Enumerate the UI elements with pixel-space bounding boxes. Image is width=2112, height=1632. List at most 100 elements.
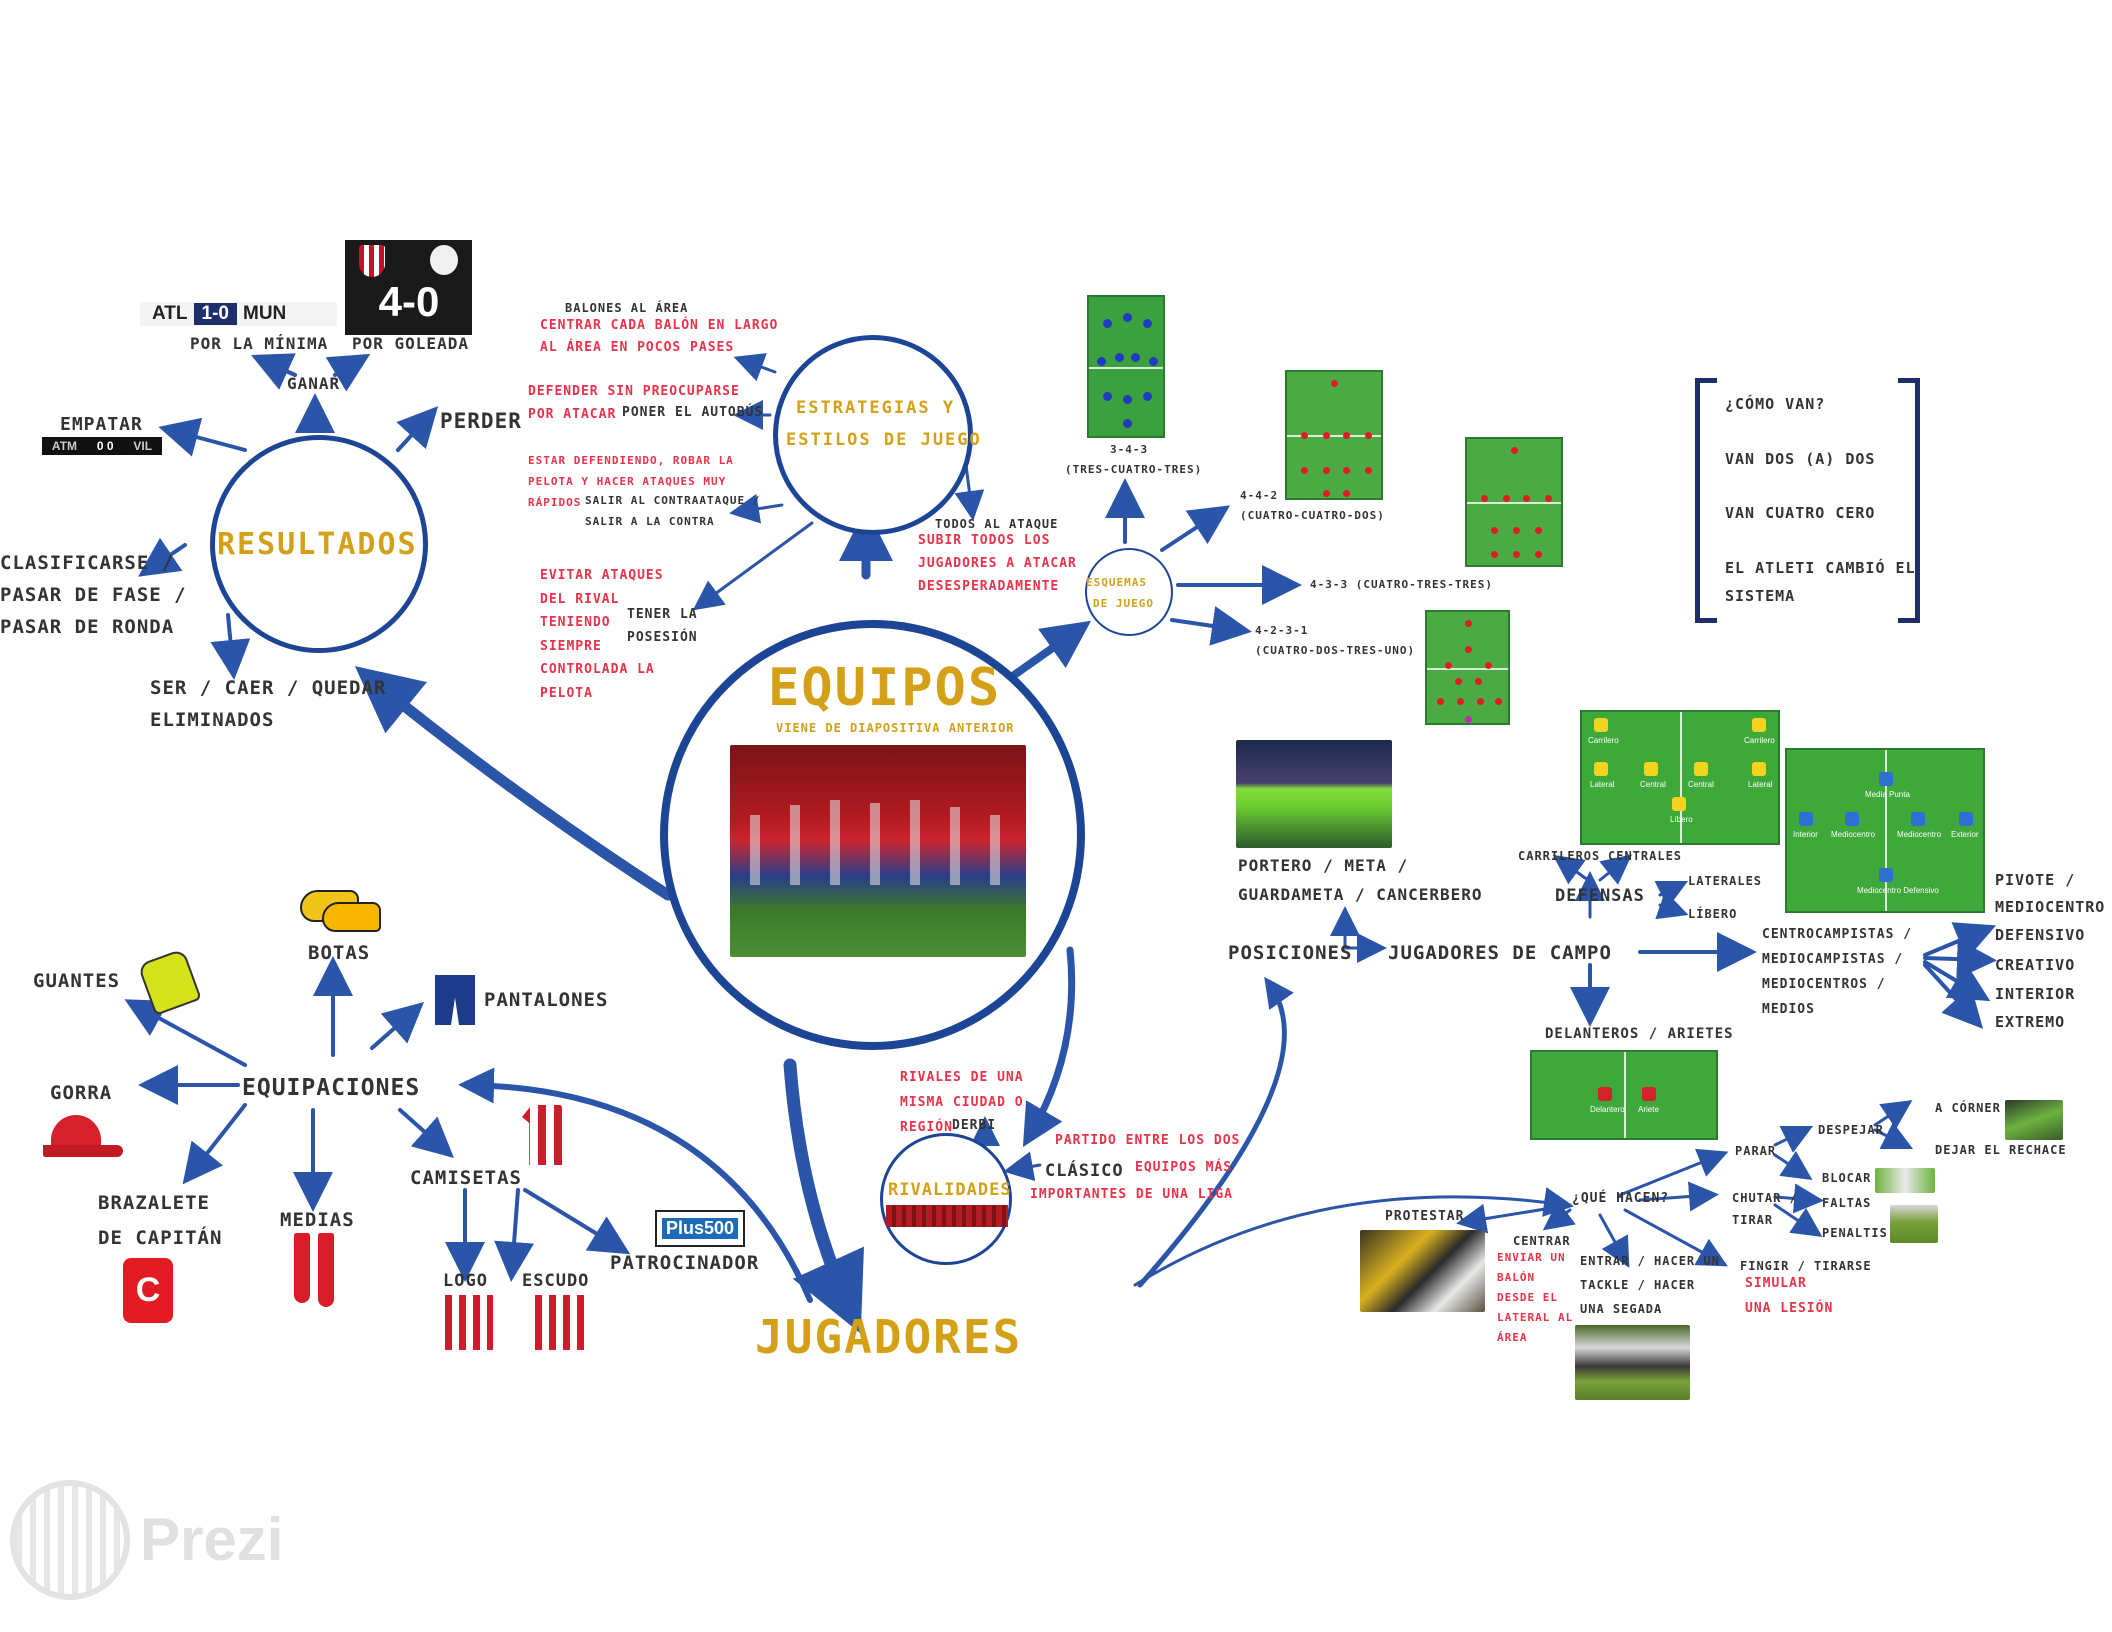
formation-442-pitch (1285, 370, 1383, 500)
protest-photo (1360, 1230, 1485, 1312)
player-marker (1513, 527, 1520, 534)
team-huddle-photo (730, 745, 1026, 957)
eliminados-label-2: ELIMINADOS (150, 709, 275, 731)
corner-label: A CÓRNER (1935, 1101, 2001, 1115)
como-van-line-2: VAN DOS (A) DOS (1725, 450, 1876, 468)
boots-icon (300, 880, 381, 932)
player-marker (1513, 551, 1520, 558)
defender-label: Central (1688, 780, 1714, 789)
evitar-desc-2: DEL RIVAL (540, 592, 620, 607)
score-home: ATM (51, 439, 78, 453)
guantes-label: GUANTES (33, 970, 121, 992)
score-home: ATL (152, 303, 188, 324)
centrar-desc-3: DESDE EL (1497, 1291, 1558, 1304)
despejar-label: DESPEJAR (1818, 1123, 1884, 1137)
todos-ataque-label: TODOS AL ATAQUE (935, 517, 1059, 531)
jugadores-title: JUGADORES (755, 1310, 1023, 1364)
eliminados-label-1: SER / CAER / QUEDAR (150, 677, 387, 699)
score-big: 4-0 (378, 278, 440, 325)
defense-pitch: Carrilero Carrilero Lateral Central Cent… (1580, 710, 1780, 845)
scoreboard-atl-mun: ATL 1-0 MUN (140, 302, 337, 326)
penaltis-label: PENALTIS (1822, 1226, 1888, 1240)
player-marker (1343, 432, 1350, 439)
clasificarse-label-2: PASAR DE FASE / (0, 584, 187, 606)
autobus-label: PONER EL AUTOBÚS (622, 405, 764, 420)
forward-label: Delantero (1590, 1105, 1625, 1114)
balones-area-label: BALONES AL ÁREA (565, 301, 689, 315)
mid-role-pivote: PIVOTE / (1995, 871, 2076, 889)
estrategias-title-1: ESTRATEGIAS Y (796, 398, 956, 418)
defender-desc-2: POR ATACAR (528, 407, 617, 422)
midfielder-marker (1911, 812, 1925, 826)
player-marker (1485, 662, 1492, 669)
subir-desc-1: SUBIR TODOS LOS (918, 533, 1051, 548)
rivalidades-title: RIVALIDADES (888, 1180, 1012, 1200)
sponsor-logo: Plus500 (655, 1210, 745, 1247)
midfielder-label: Exterior (1951, 830, 1979, 839)
forward-label: Ariete (1638, 1105, 1659, 1114)
midfielder-label: Media Punta (1865, 790, 1910, 799)
como-van-line-4: EL ATLETI CAMBIÓ EL (1725, 559, 1916, 577)
goalkeeper-photo (1236, 740, 1392, 848)
scoreboard-4-0: 4-0 (345, 240, 472, 335)
e343-label-2: (TRES-CUATRO-TRES) (1065, 463, 1203, 476)
defender-desc-1: DEFENDER SIN PREOCUPARSE (528, 384, 740, 399)
rivales-desc-2: MISMA CIUDAD O (900, 1095, 1024, 1110)
player-marker (1123, 313, 1132, 322)
e4231-label-1: 4-2-3-1 (1255, 624, 1309, 637)
chutar-label-1: CHUTAR / (1732, 1191, 1798, 1205)
player-marker (1131, 353, 1140, 362)
que-hacen-label: ¿QUÉ HACEN? (1572, 1191, 1670, 1206)
botas-label: BOTAS (308, 942, 371, 964)
defender-label: Lateral (1748, 780, 1773, 789)
midfielder-label: Mediocentro (1831, 830, 1876, 839)
pantalones-label: PANTALONES (484, 989, 609, 1011)
resultados-circle (210, 435, 428, 653)
midfielder-marker (1845, 812, 1859, 826)
goleada-label: POR GOLEADA (352, 334, 469, 353)
scoreboard-atm-vil: ATM 0 0 VIL (42, 437, 162, 455)
contra-desc-3: RÁPIDOS (528, 496, 582, 509)
player-marker (1143, 319, 1152, 328)
penalty-photo (1890, 1205, 1938, 1243)
perder-label: PERDER (440, 409, 522, 433)
camisetas-label: CAMISETAS (410, 1167, 522, 1189)
centrar-label: CENTRAR (1513, 1234, 1571, 1248)
player-marker (1535, 527, 1542, 534)
e343-label-1: 3-4-3 (1110, 443, 1149, 456)
defender-label: Líbero (1670, 815, 1693, 824)
jersey-icon (522, 1105, 570, 1165)
entrar-label-1: ENTRAR / HACER UN (1580, 1254, 1720, 1268)
blocar-label: BLOCAR (1822, 1171, 1872, 1185)
clasificarse-label-1: CLASIFICARSE / (0, 552, 175, 574)
atletico-crest-icon (359, 245, 385, 277)
laterales-label: LATERALES (1688, 874, 1763, 888)
partido-desc-2: EQUIPOS MÁS (1135, 1160, 1233, 1175)
brazalete-label-2: DE CAPITÁN (98, 1227, 223, 1249)
centrocampistas-label-4: MEDIOS (1762, 1002, 1815, 1017)
logo-label: LOGO (443, 1271, 488, 1291)
player-marker (1123, 419, 1132, 428)
delanteros-label: DELANTEROS / ARIETES (1545, 1026, 1734, 1042)
escudo-label: ESCUDO (522, 1271, 590, 1291)
como-van-line-3: VAN CUATRO CERO (1725, 504, 1876, 522)
player-marker (1123, 395, 1132, 404)
player-marker (1477, 698, 1484, 705)
entrar-label-3: UNA SEGADA (1580, 1302, 1663, 1316)
contra-desc-2: PELOTA Y HACER ATAQUES MUY (528, 475, 727, 488)
evitar-desc-5: CONTROLADA LA (540, 662, 655, 677)
centrar-desc-1: ENVIAR UN (1497, 1251, 1566, 1264)
subir-desc-3: DESESPERADAMENTE (918, 579, 1060, 594)
fingir-label: FINGIR / TIRARSE (1740, 1259, 1872, 1273)
prezi-logo-icon (10, 1480, 130, 1600)
como-van-line-5: SISTEMA (1725, 587, 1796, 605)
simular-desc-2: UNA LESIÓN (1745, 1301, 1834, 1316)
midfielder-marker (1879, 868, 1893, 882)
e4231-label-2: (CUATRO-DOS-TRES-UNO) (1255, 644, 1416, 657)
socks-icon (290, 1233, 345, 1313)
captain-letter: C (135, 1271, 161, 1309)
defender-label: Carrilero (1588, 736, 1619, 745)
score-away: VIL (133, 439, 153, 453)
mid-role-mediocentro: MEDIOCENTRO (1995, 898, 2106, 916)
medias-label: MEDIAS (280, 1209, 355, 1231)
